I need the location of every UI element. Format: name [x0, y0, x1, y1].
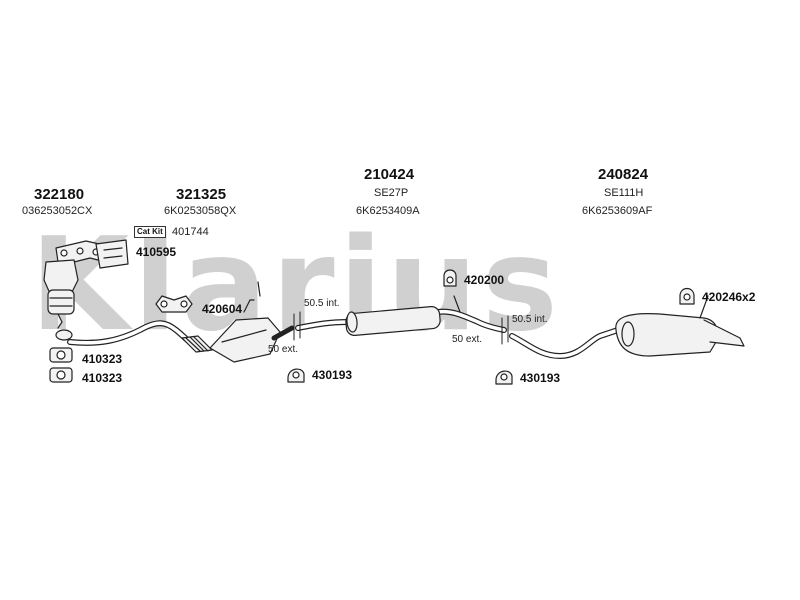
- dimension-internal-left: 50.5 int.: [304, 298, 340, 309]
- part-number-321325: 321325: [176, 186, 227, 203]
- callout-430193-right: 430193: [520, 371, 561, 385]
- hanger-pin-icon: [699, 295, 709, 319]
- part-number-240824: 240824: [598, 166, 649, 183]
- clamp-icon: [287, 368, 305, 383]
- gasket-icon: [49, 329, 73, 383]
- oem-ref-321325: 6K0253058QX: [164, 205, 237, 217]
- callout-420246x2: 420246x2: [702, 290, 756, 304]
- dimension-external-left: 50 ext.: [268, 344, 299, 355]
- oem-ref-240824: 6K6253609AF: [582, 205, 653, 217]
- manifold-catalyst-icon: [43, 259, 79, 329]
- callout-410323-upper: 410323: [82, 352, 123, 366]
- part-number-322180: 322180: [34, 186, 85, 203]
- hanger-rubber-icon: [155, 295, 193, 313]
- clamp-icon: [495, 370, 513, 385]
- oem-ref-322180: 036253052CX: [22, 205, 93, 217]
- callout-410323-lower: 410323: [82, 371, 123, 385]
- oem-ref-210424: 6K6253409A: [356, 205, 420, 217]
- hanger-pin-icon: [257, 281, 461, 313]
- callout-430193-left: 430193: [312, 368, 353, 382]
- centre-silencer-icon: [345, 306, 441, 336]
- heat-shield-icon: [95, 239, 129, 269]
- dimension-external-right: 50 ext.: [452, 334, 483, 345]
- part-name-240824: SE111H: [604, 187, 644, 199]
- callout-420604: 420604: [202, 302, 243, 316]
- rear-silencer-icon: [615, 313, 745, 357]
- hanger-rubber-icon: [443, 269, 457, 287]
- cat-kit-part-number: 401744: [172, 226, 209, 238]
- dimension-internal-right: 50.5 int.: [512, 314, 548, 325]
- part-number-210424: 210424: [364, 166, 415, 183]
- joint-marker-icon: [293, 311, 509, 345]
- cat-kit-badge: Cat Kit: [134, 226, 166, 238]
- flexi-joint-icon: [181, 335, 213, 353]
- callout-420200: 420200: [464, 273, 505, 287]
- hanger-rubber-icon: [679, 287, 695, 305]
- part-name-210424: SE27P: [374, 187, 409, 199]
- callout-410595: 410595: [136, 245, 177, 259]
